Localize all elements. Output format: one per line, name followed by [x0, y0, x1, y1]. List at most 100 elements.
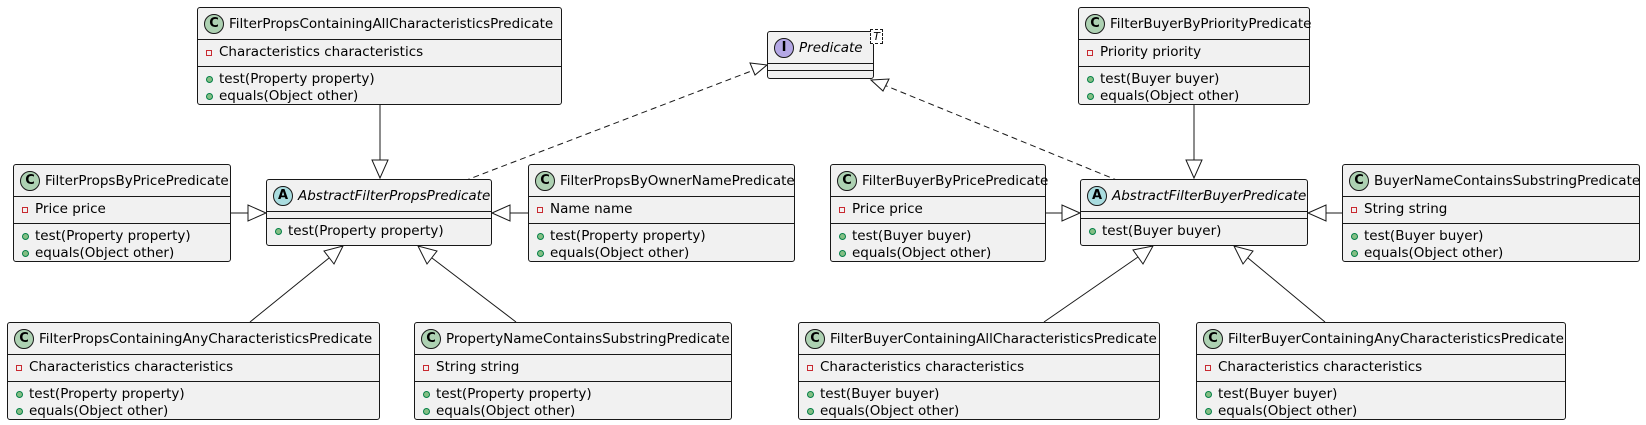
method: test(Buyer buyer)	[1100, 71, 1220, 87]
method: test(Buyer buyer)	[852, 228, 972, 244]
class-filter-props-containing-all[interactable]: C FilterPropsContainingAllCharacteristic…	[197, 7, 562, 105]
class-badge-icon: C	[20, 170, 40, 191]
class-filter-props-by-price[interactable]: C FilterPropsByPricePredicate Price pric…	[13, 164, 231, 262]
public-icon	[206, 93, 213, 100]
class-abstract-filter-buyer[interactable]: A AbstractFilterBuyerPredicate test(Buye…	[1080, 179, 1308, 246]
class-header: C FilterBuyerContainingAnyCharacteristic…	[1197, 323, 1565, 354]
class-header: C FilterBuyerByPricePredicate	[831, 165, 1049, 196]
inherit-buyer-any	[1247, 257, 1326, 323]
method: equals(Object other)	[219, 88, 359, 104]
inherit-props-any-head	[323, 245, 344, 265]
methods-section: test(Property property) equals(Object ot…	[529, 223, 794, 267]
class-header: C FilterBuyerContainingAllCharacteristic…	[799, 323, 1159, 354]
private-icon	[206, 49, 212, 56]
inherit-props-all-head	[371, 159, 389, 180]
class-header: A AbstractFilterBuyerPredicate	[1081, 180, 1307, 211]
class-name: FilterPropsByOwnerNamePredicate	[560, 172, 795, 189]
public-icon	[537, 250, 544, 257]
class-filter-buyer-containing-any[interactable]: C FilterBuyerContainingAnyCharacteristic…	[1196, 322, 1566, 420]
field: Characteristics characteristics	[219, 44, 424, 60]
private-icon	[1087, 49, 1093, 56]
field: Price price	[852, 201, 923, 217]
private-icon	[1351, 206, 1357, 213]
class-property-name-contains-substring[interactable]: C PropertyNameContainsSubstringPredicate…	[414, 322, 732, 420]
fields-section: Characteristics characteristics	[198, 39, 561, 66]
public-icon	[16, 408, 23, 415]
public-icon	[839, 250, 846, 257]
public-icon	[1205, 391, 1212, 398]
method: test(Property property)	[436, 386, 592, 402]
public-icon	[1087, 76, 1094, 83]
abstract-badge-icon: A	[1087, 185, 1107, 206]
private-icon	[22, 206, 28, 213]
class-name: PropertyNameContainsSubstringPredicate	[446, 330, 730, 347]
class-badge-icon: C	[837, 170, 857, 191]
method: test(Buyer buyer)	[820, 386, 940, 402]
field: Characteristics characteristics	[29, 359, 234, 375]
class-filter-buyer-by-priority[interactable]: C FilterBuyerByPriorityPredicate Priorit…	[1078, 7, 1311, 105]
class-name: FilterBuyerContainingAllCharacteristicsP…	[830, 330, 1157, 347]
method: equals(Object other)	[29, 403, 169, 419]
class-filter-buyer-containing-all[interactable]: C FilterBuyerContainingAllCharacteristic…	[798, 322, 1160, 420]
field: String string	[1364, 201, 1448, 217]
class-header: C FilterPropsByPricePredicate	[14, 165, 230, 196]
public-icon	[839, 233, 846, 240]
method: equals(Object other)	[436, 403, 576, 419]
private-icon	[16, 364, 22, 371]
fields-section: String string	[415, 354, 731, 381]
method: test(Property property)	[219, 71, 375, 87]
fields-section: Price price	[831, 196, 1045, 223]
methods-section: test(Buyer buyer) equals(Object other)	[1079, 66, 1309, 110]
public-icon	[1351, 233, 1358, 240]
predicate-interface[interactable]: I Predicate T	[767, 29, 883, 81]
class-filter-props-by-owner-name[interactable]: C FilterPropsByOwnerNamePredicate Name n…	[528, 164, 795, 262]
methods-section	[768, 70, 873, 81]
method: test(Property property)	[29, 386, 185, 402]
method: test(Buyer buyer)	[1102, 223, 1222, 239]
class-badge-icon: C	[421, 328, 441, 349]
class-header: A AbstractFilterPropsPredicate	[267, 180, 491, 211]
class-buyer-name-contains-substring[interactable]: C BuyerNameContainsSubstringPredicate St…	[1342, 164, 1640, 262]
class-filter-buyer-by-price[interactable]: C FilterBuyerByPricePredicate Price pric…	[830, 164, 1049, 262]
fields-section: Priority priority	[1079, 39, 1309, 66]
methods-section: test(Buyer buyer) equals(Object other)	[1343, 223, 1639, 267]
method: equals(Object other)	[1364, 245, 1504, 261]
class-badge-icon: C	[204, 13, 224, 34]
abstract-badge-icon: A	[273, 185, 293, 206]
class-name: FilterPropsByPricePredicate	[45, 172, 229, 189]
inherit-buyer-priority-head	[1185, 159, 1203, 180]
class-header: I Predicate	[768, 32, 873, 63]
type-parameter: T	[870, 29, 883, 44]
field: Priority priority	[1100, 44, 1202, 60]
methods-section: test(Property property) equals(Object ot…	[14, 223, 230, 267]
class-header: C FilterBuyerByPriorityPredicate	[1079, 8, 1311, 39]
class-name: FilterBuyerByPricePredicate	[862, 172, 1049, 189]
realization-buyer-predicate	[883, 84, 1120, 182]
class-badge-icon: C	[14, 328, 34, 349]
methods-section: test(Buyer buyer) equals(Object other)	[831, 223, 1045, 267]
methods-section: test(Property property)	[267, 218, 491, 245]
public-icon	[1205, 408, 1212, 415]
public-icon	[22, 250, 29, 257]
field: Price price	[35, 201, 106, 217]
public-icon	[1351, 250, 1358, 257]
class-abstract-filter-props[interactable]: A AbstractFilterPropsPredicate test(Prop…	[266, 179, 492, 246]
class-name: FilterPropsContainingAnyCharacteristicsP…	[39, 330, 373, 347]
private-icon	[807, 364, 813, 371]
inherit-prop-name	[431, 257, 517, 323]
class-badge-icon: C	[1349, 170, 1369, 191]
fields-section: Price price	[14, 196, 230, 223]
method: equals(Object other)	[820, 403, 960, 419]
inherit-prop-name-head	[417, 245, 438, 265]
class-filter-props-containing-any[interactable]: C FilterPropsContainingAnyCharacteristic…	[7, 322, 380, 420]
fields-section: Characteristics characteristics	[799, 354, 1159, 381]
class-header: C FilterPropsContainingAllCharacteristic…	[198, 8, 561, 39]
class-badge-icon: C	[1085, 13, 1105, 34]
inherit-props-any	[249, 257, 330, 323]
field: Characteristics characteristics	[1218, 359, 1423, 375]
class-name: AbstractFilterBuyerPredicate	[1112, 187, 1307, 204]
realization-props-predicate	[463, 69, 755, 182]
class-name: FilterBuyerContainingAnyCharacteristicsP…	[1228, 330, 1564, 347]
public-icon	[423, 408, 430, 415]
